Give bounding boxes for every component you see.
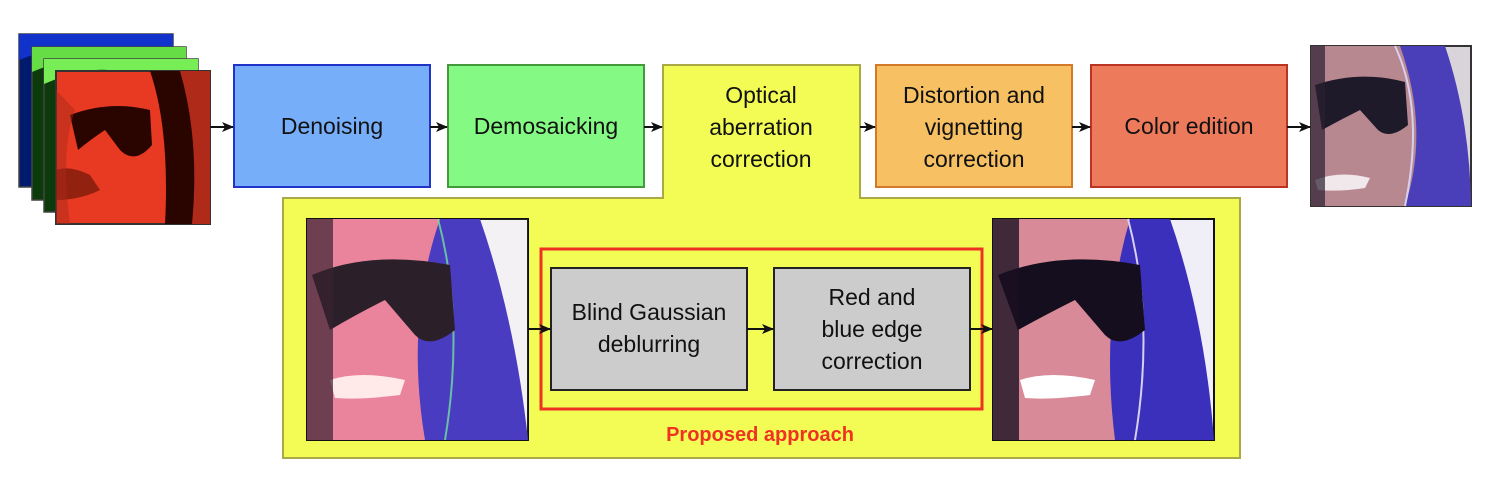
box-distortion-label-line-3: correction	[924, 146, 1025, 172]
box-blind-gaussian-label-line-2: deblurring	[598, 331, 700, 357]
box-red-blue-label-line-1: Red and	[829, 284, 916, 310]
proposed-approach-label: Proposed approach	[666, 424, 854, 446]
hood-shape	[1400, 46, 1471, 206]
output-image	[1310, 45, 1472, 207]
box-optical-label-line-2: aberration	[709, 114, 813, 140]
sunglasses-shape	[70, 106, 152, 157]
input-channel-stack	[18, 33, 211, 225]
box-red-blue-label-line-2: blue edge	[821, 316, 922, 342]
box-color-edition: Color edition	[1090, 64, 1288, 188]
box-red-blue-label-line-3: correction	[822, 348, 923, 374]
box-color-label: Color edition	[1124, 113, 1253, 139]
box-optical-aberration: Optical aberration correction	[709, 82, 813, 172]
box-denoising: Denoising	[233, 64, 431, 188]
box-demosaicking: Demosaicking	[447, 64, 645, 188]
box-optical-label-line-3: correction	[711, 146, 812, 172]
channel-red	[55, 70, 211, 225]
box-demosaicking-label: Demosaicking	[474, 113, 618, 139]
box-red-blue-edge-correction: Red and blue edge correction	[773, 267, 971, 391]
sunglasses-shape	[998, 259, 1145, 342]
detail-input-image	[306, 218, 529, 441]
box-blind-gaussian-label-line-1: Blind Gaussian	[572, 299, 727, 325]
detail-output-image	[992, 218, 1215, 441]
box-distortion-label-line-1: Distortion and	[903, 82, 1045, 108]
box-blind-gaussian-deblurring: Blind Gaussian deblurring	[550, 267, 748, 391]
box-distortion-vignetting: Distortion and vignetting correction	[875, 64, 1073, 188]
box-optical-label-line-1: Optical	[725, 82, 797, 108]
box-denoising-label: Denoising	[281, 113, 383, 139]
sunglasses-shape	[312, 259, 455, 342]
sunglasses-shape	[1315, 76, 1408, 134]
box-distortion-label-line-2: vignetting	[925, 114, 1023, 140]
